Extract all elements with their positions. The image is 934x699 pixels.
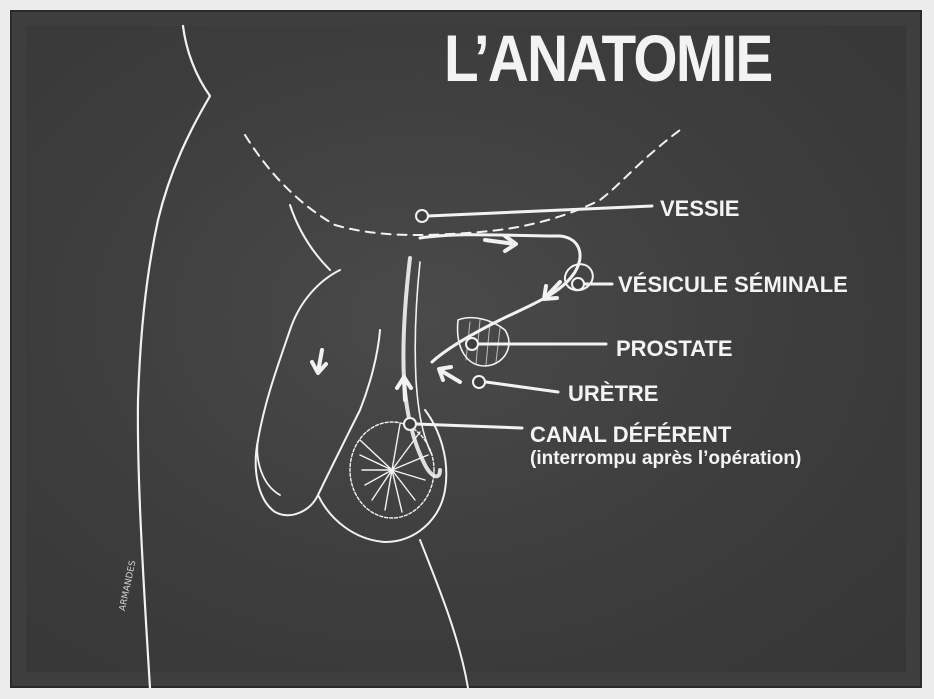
arrow-icon — [485, 236, 516, 251]
arrow-icon — [439, 367, 460, 382]
label-vessie: VESSIE — [660, 198, 739, 220]
body-outline-thigh — [290, 205, 330, 270]
label-prostate: PROSTATE — [616, 338, 733, 360]
prostate-region — [458, 318, 509, 366]
body-outline-leg — [420, 540, 468, 688]
abdomen-dashed-line — [245, 130, 680, 235]
leader-line-vessie — [428, 206, 652, 216]
label-canal-deferent: CANAL DÉFÉRENT — [530, 424, 731, 446]
marker-canal — [404, 418, 416, 430]
label-vesicule-seminale: VÉSICULE SÉMINALE — [618, 274, 848, 296]
leader-line-canal — [416, 424, 522, 428]
arrow-icon — [397, 377, 411, 400]
diagram-title: L’ANATOMIE — [444, 25, 772, 91]
label-canal-deferent-note: (interrompu après l’opération) — [530, 449, 801, 468]
leader-line-uretre — [486, 382, 558, 392]
urethra-channel-inner — [415, 262, 432, 455]
glans-outline — [257, 440, 280, 495]
label-uretre: URÈTRE — [568, 383, 658, 405]
body-outline-back — [138, 26, 210, 688]
urethra-channel — [403, 258, 440, 476]
testis-drawing — [350, 422, 434, 518]
marker-prostate — [466, 338, 478, 350]
arrow-icon — [312, 350, 326, 373]
marker-vesicule — [572, 278, 584, 290]
marker-uretre — [473, 376, 485, 388]
marker-vessie — [416, 210, 428, 222]
penis-outline — [256, 270, 380, 515]
